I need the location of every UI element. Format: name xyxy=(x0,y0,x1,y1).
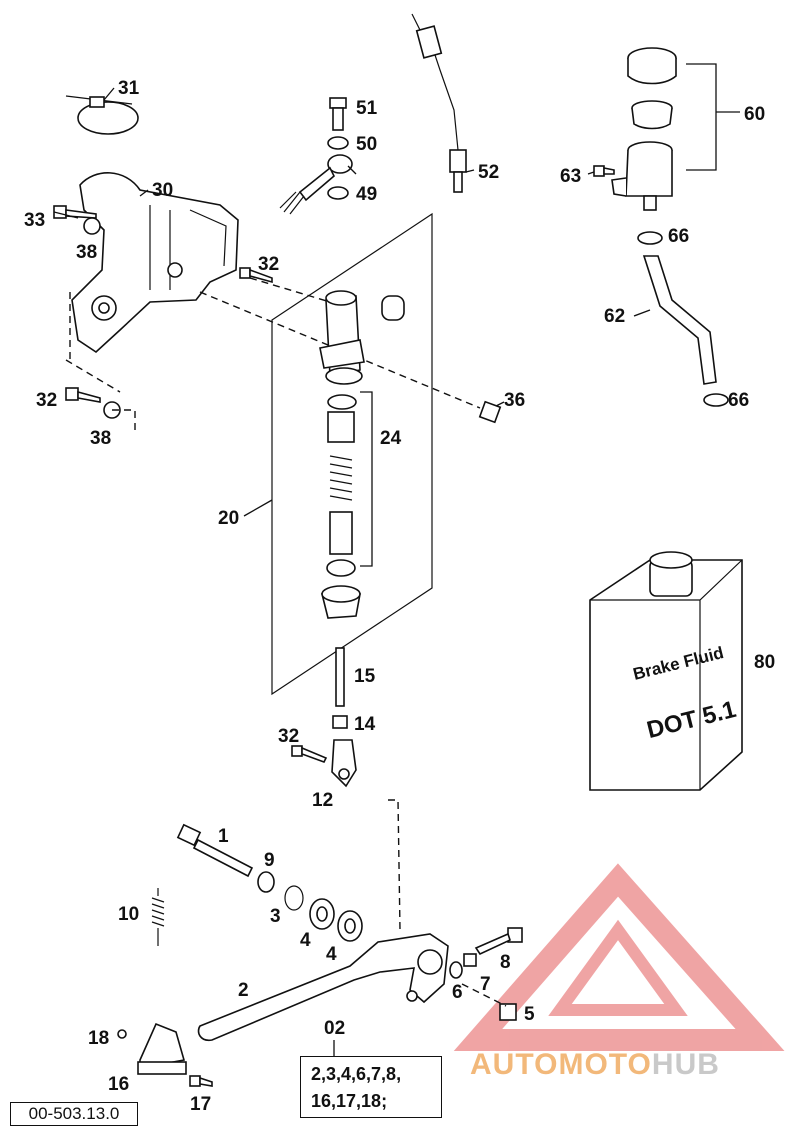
callout-02: 02 xyxy=(324,1018,345,1039)
pushrod-15 xyxy=(335,647,345,707)
reservoir-diaphragm xyxy=(631,100,673,130)
banjo-fitting xyxy=(279,154,353,215)
callout-20: 20 xyxy=(218,508,239,529)
callout-15: 15 xyxy=(354,666,376,687)
hose-clamp-66-upper xyxy=(637,231,663,245)
callout-6: 6 xyxy=(452,982,463,1003)
kit-line1: 2,3,4,6,7,8, xyxy=(311,1064,402,1084)
seal-washer-50 xyxy=(327,136,349,150)
screw-63 xyxy=(593,165,615,177)
brake-fluid-container xyxy=(589,551,743,791)
callout-60: 60 xyxy=(744,104,765,125)
callout-66-upper: 66 xyxy=(668,226,689,247)
callout-8: 8 xyxy=(500,952,511,973)
callout-3: 3 xyxy=(270,906,281,927)
callout-10: 10 xyxy=(118,904,139,925)
callout-52: 52 xyxy=(478,162,499,183)
callout-33: 33 xyxy=(24,210,45,231)
callout-63: 63 xyxy=(560,166,581,187)
callout-38-upper: 38 xyxy=(76,242,97,263)
bearing-4b xyxy=(337,910,363,942)
nut-5 xyxy=(499,1003,517,1021)
hose-clamp-66-lower xyxy=(703,393,729,407)
callout-32-left: 32 xyxy=(36,390,57,411)
kit-contents-box: 2,3,4,6,7,8, 16,17,18; xyxy=(300,1056,442,1118)
circlip-3 xyxy=(284,885,304,911)
banjo-bolt-51 xyxy=(329,97,347,131)
master-cylinder-body xyxy=(319,290,405,385)
nut-36 xyxy=(478,400,502,424)
callout-16: 16 xyxy=(108,1074,129,1095)
reservoir-body xyxy=(611,141,673,211)
return-spring-10 xyxy=(151,888,165,946)
bolt-32-upper xyxy=(239,267,273,284)
watermark-part3: HUB xyxy=(651,1048,720,1081)
callout-7: 7 xyxy=(480,974,491,995)
spacer-7 xyxy=(463,953,477,967)
washer-38-upper xyxy=(83,217,101,235)
watermark-text: AUTOMOTOHUB xyxy=(470,1048,720,1082)
callout-30: 30 xyxy=(152,180,173,201)
callout-32-upper: 32 xyxy=(258,254,279,275)
bracket-30 xyxy=(71,172,239,354)
callout-17: 17 xyxy=(190,1094,211,1115)
callout-9: 9 xyxy=(264,850,275,871)
bearing-4a xyxy=(309,898,335,930)
kit-line2: 16,17,18; xyxy=(311,1091,388,1111)
callout-24: 24 xyxy=(380,428,402,449)
part-18 xyxy=(117,1029,127,1039)
callout-2: 2 xyxy=(238,980,249,1001)
callout-32-lower: 32 xyxy=(278,726,299,747)
callout-4b: 4 xyxy=(326,944,337,965)
pivot-bolt-1 xyxy=(176,823,254,878)
callout-5: 5 xyxy=(524,1004,535,1025)
watermark-part2: MOTO xyxy=(558,1048,652,1081)
seal-washer-49 xyxy=(327,186,349,200)
callout-1: 1 xyxy=(218,826,229,847)
bolt-8 xyxy=(474,927,523,956)
callout-62: 62 xyxy=(604,306,625,327)
cable-tie-31 xyxy=(65,95,139,135)
nut-14 xyxy=(332,715,348,729)
screw-17 xyxy=(189,1075,213,1087)
callout-38-lower: 38 xyxy=(90,428,111,449)
drawing-reference: 00-503.13.0 xyxy=(10,1102,138,1126)
callout-50: 50 xyxy=(356,134,377,155)
washer-9 xyxy=(257,871,275,893)
watermark-part1: AUTO xyxy=(470,1048,559,1081)
callout-36: 36 xyxy=(504,390,525,411)
callout-80: 80 xyxy=(754,652,775,673)
heel-guard-16 xyxy=(137,1022,187,1075)
brake-light-switch-52 xyxy=(411,13,467,193)
callout-49: 49 xyxy=(356,184,377,205)
washer-6 xyxy=(449,961,463,979)
callout-4a: 4 xyxy=(300,930,311,951)
bolt-32-left xyxy=(65,387,101,403)
bolt-32-lower xyxy=(291,745,328,763)
hose-62 xyxy=(642,255,717,385)
callout-18: 18 xyxy=(88,1028,109,1049)
piston-kit-24 xyxy=(320,391,373,619)
master-cylinder-frame xyxy=(271,212,433,696)
callout-14: 14 xyxy=(354,714,376,735)
watermark-logo xyxy=(453,863,785,1051)
callout-12: 12 xyxy=(312,790,333,811)
callout-31: 31 xyxy=(118,78,140,99)
clevis-12 xyxy=(331,739,357,788)
brake-pedal-2 xyxy=(197,933,449,1042)
callout-66-lower: 66 xyxy=(728,390,749,411)
reservoir-cap-60 xyxy=(627,47,677,85)
callout-51: 51 xyxy=(356,98,378,119)
